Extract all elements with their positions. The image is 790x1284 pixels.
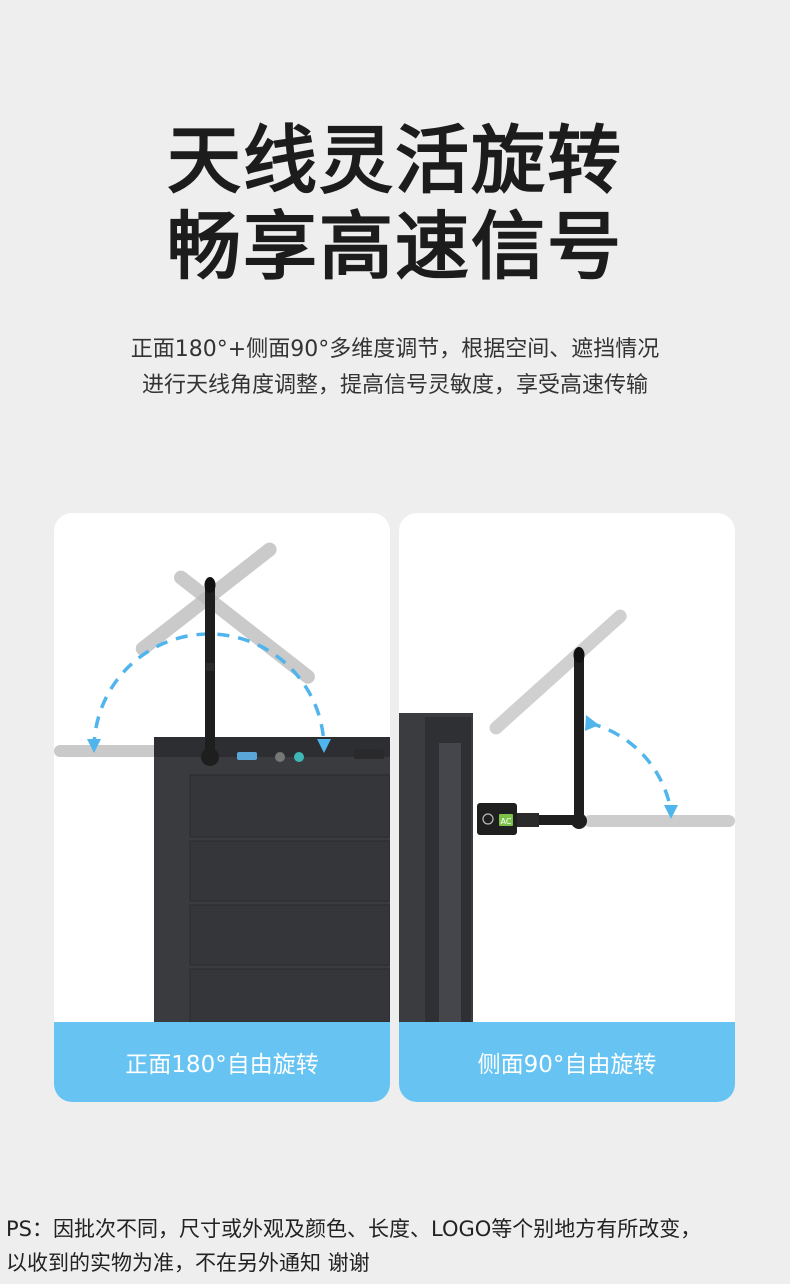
side-rotation-caption: 侧面90°自由旋转 [399, 1022, 735, 1102]
front-rotation-card: 正面180°自由旋转 [54, 513, 390, 1102]
headline-line-2: 畅享高速信号 [167, 204, 623, 290]
front-rotation-caption: 正面180°自由旋转 [54, 1022, 390, 1102]
antenna-front-rotation-illustration [54, 542, 390, 1023]
disclaimer-line-2: 以收到的实物为准，不在另外通知 谢谢 [6, 1251, 370, 1275]
adapter-label: AC [501, 817, 512, 826]
side-rotation-card: AC 侧面90°自由旋转 [399, 513, 735, 1102]
antenna-side-rotation-illustration: AC [399, 609, 735, 1022]
subtitle-line-2: 进行天线角度调整，提高信号灵敏度，享受高速传输 [141, 373, 648, 398]
subtitle: 正面180°+侧面90°多维度调节，根据空间、遮挡情况 进行天线角度调整，提高信… [0, 332, 790, 404]
subtitle-line-1: 正面180°+侧面90°多维度调节，根据空间、遮挡情况 [130, 337, 660, 362]
disclaimer-line-1: PS：因批次不同，尺寸或外观及颜色、长度、LOGO等个别地方有所改变， [6, 1217, 702, 1241]
headline-line-1: 天线灵活旋转 [167, 118, 623, 204]
disclaimer-note: PS：因批次不同，尺寸或外观及颜色、长度、LOGO等个别地方有所改变， 以收到的… [6, 1212, 790, 1280]
headline: 天线灵活旋转 畅享高速信号 [0, 118, 790, 290]
